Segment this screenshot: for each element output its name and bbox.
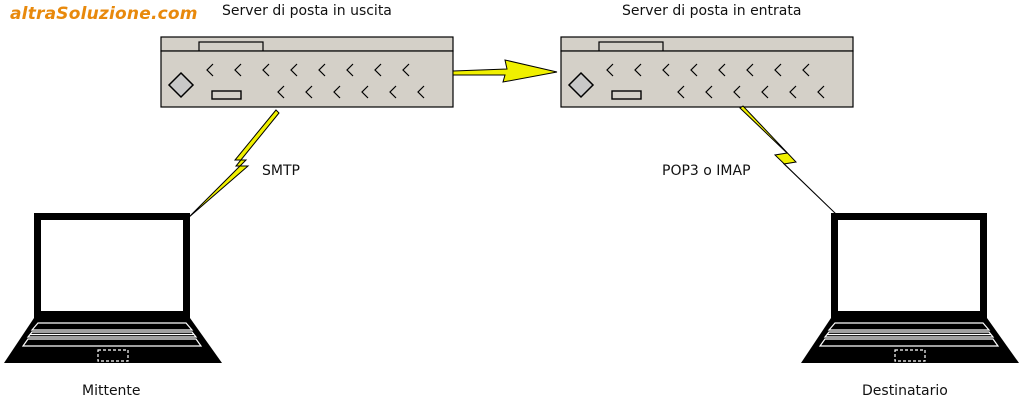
server-link-lightning-bolt-icon xyxy=(452,59,558,83)
sender-label: Mittente xyxy=(82,383,141,399)
recipient-label: Destinatario xyxy=(862,383,948,399)
smtp-lightning-bolt-icon xyxy=(187,109,280,219)
pop3-lightning-bolt-icon xyxy=(739,105,837,215)
incoming-server-label: Server di posta in entrata xyxy=(622,3,802,19)
outgoing-server-icon xyxy=(160,36,454,108)
sender-laptop-icon xyxy=(3,212,223,364)
brand-logo: altraSoluzione.com xyxy=(10,4,198,24)
pop3-imap-label: POP3 o IMAP xyxy=(662,163,751,179)
incoming-server-icon xyxy=(560,36,854,108)
smtp-label: SMTP xyxy=(262,163,300,179)
recipient-laptop-icon xyxy=(800,212,1020,364)
outgoing-server-label: Server di posta in uscita xyxy=(222,3,392,19)
